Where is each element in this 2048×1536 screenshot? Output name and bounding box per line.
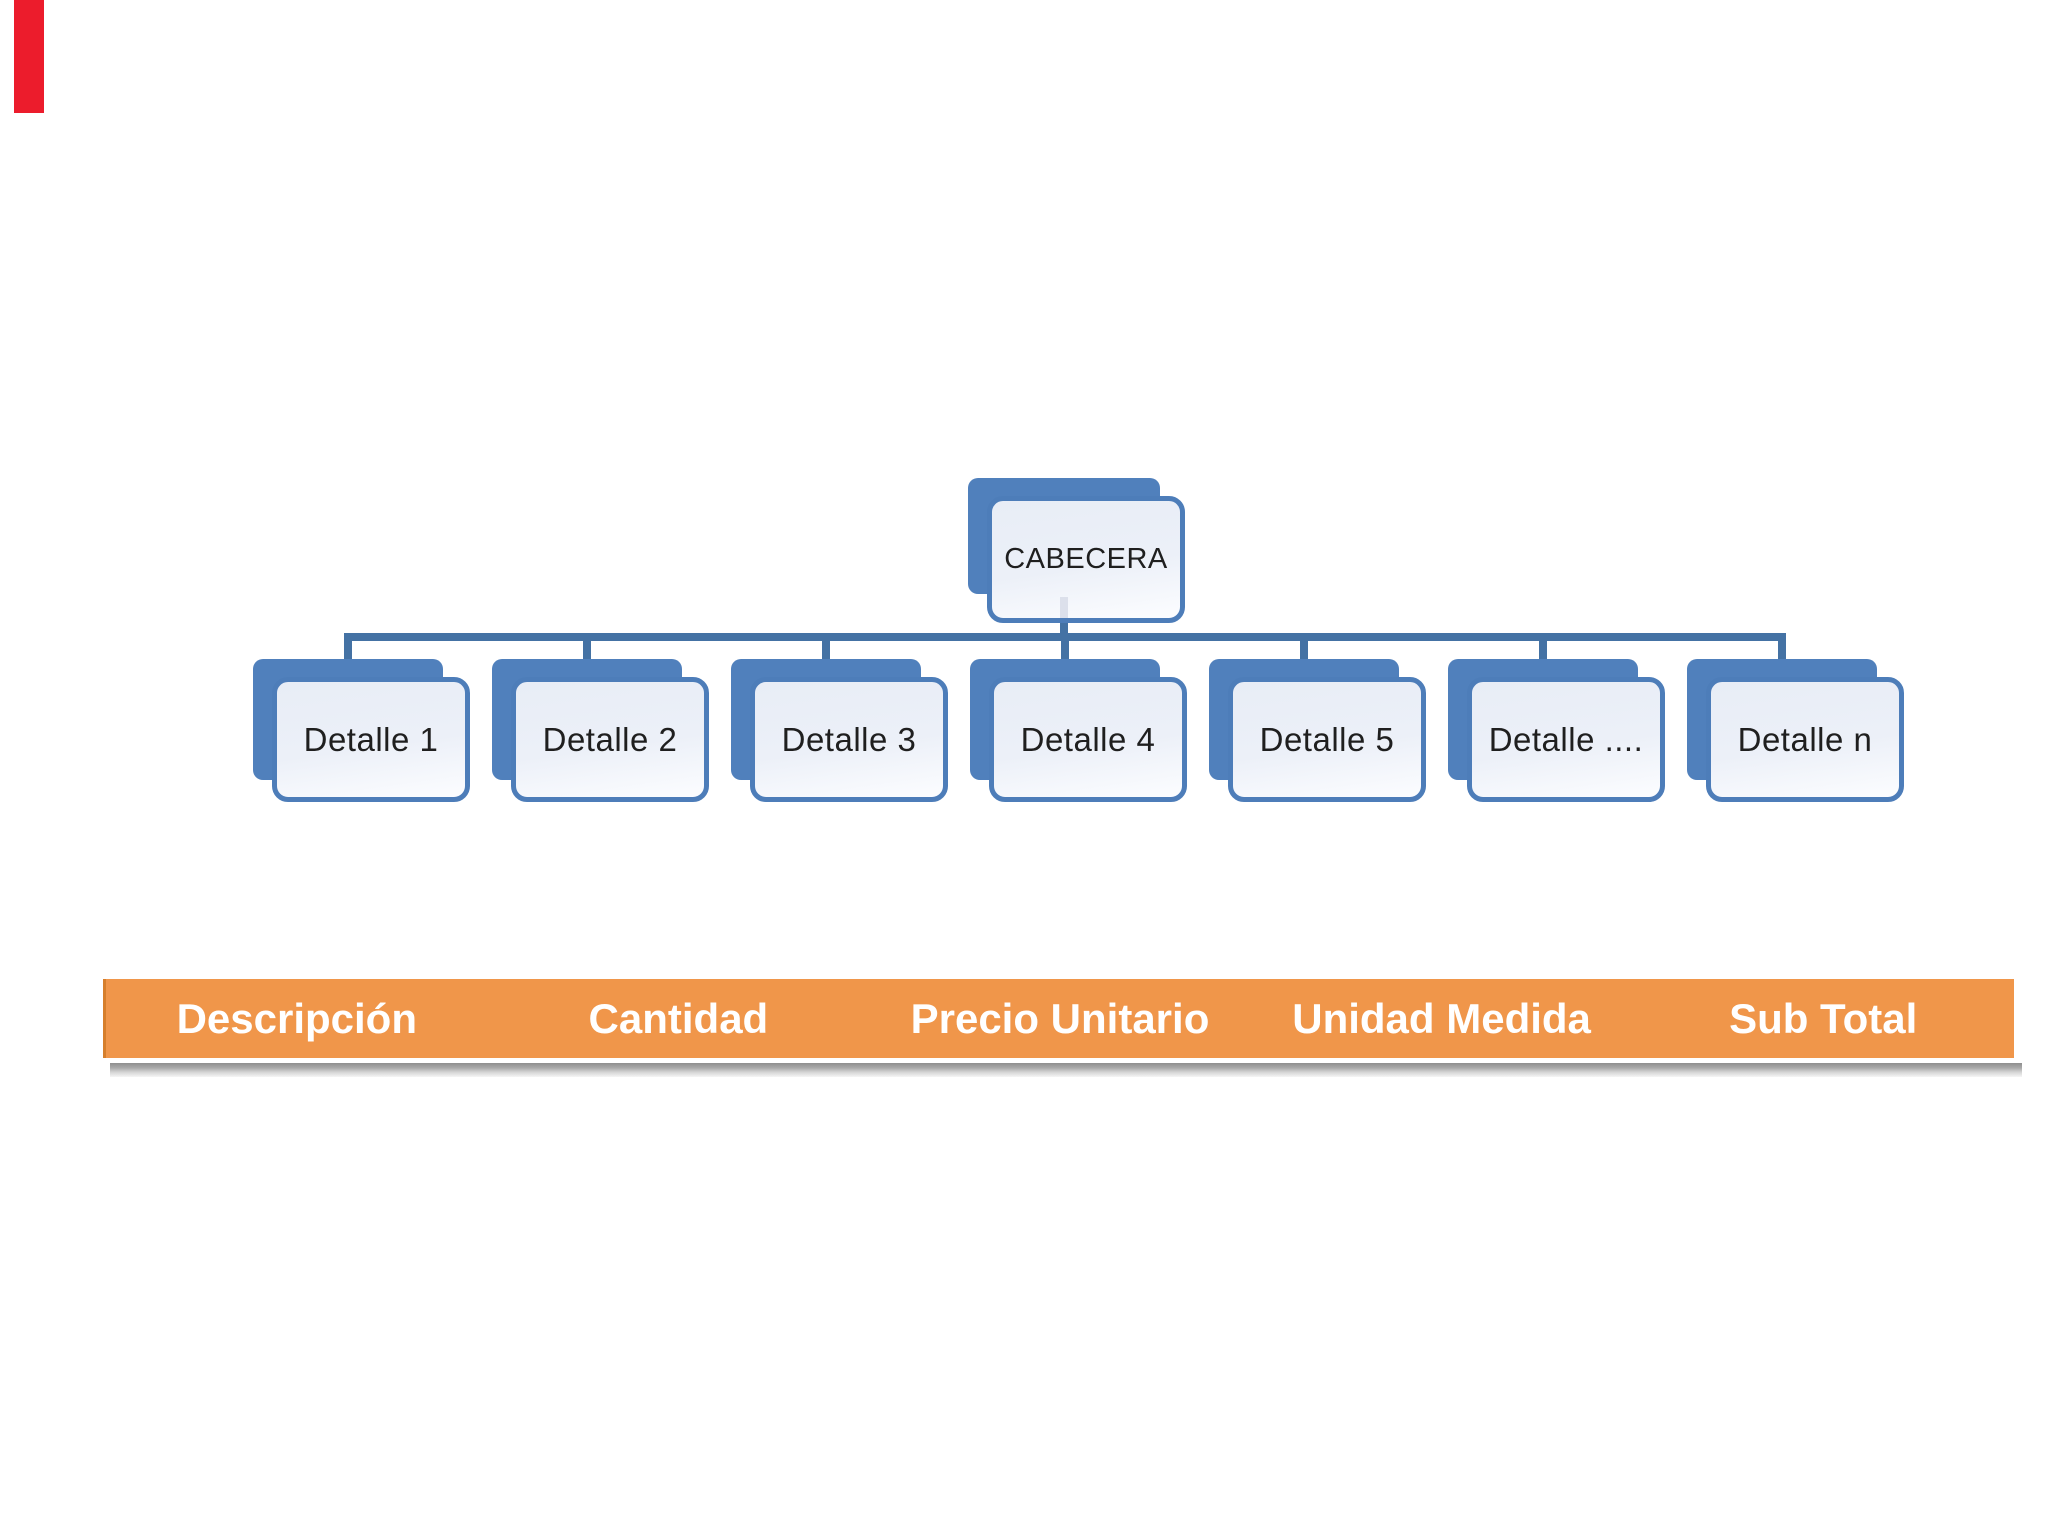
connector-stub-3 [822, 638, 830, 660]
child-node-detalle-5: Detalle 5 [1209, 659, 1427, 805]
child-node-detalle-etc: Detalle .... [1448, 659, 1666, 805]
connector-stub-2 [583, 638, 591, 660]
node-box: CABECERA [987, 496, 1185, 623]
connector-stub-7 [1778, 638, 1786, 660]
node-label: Detalle n [1737, 720, 1873, 758]
column-header-unidad-medida: Unidad Medida [1292, 994, 1591, 1042]
connector-stub-5 [1300, 638, 1308, 660]
node-label: Detalle 2 [542, 720, 678, 758]
node-label: Detalle 5 [1259, 720, 1395, 758]
connector-stub-6 [1539, 638, 1547, 660]
node-box: Detalle 2 [511, 677, 709, 802]
connector-ghost-through-root [1060, 597, 1068, 618]
node-label: Detalle 4 [1020, 720, 1156, 758]
table-header-bar: Descripción Cantidad Precio Unitario Uni… [103, 979, 2014, 1058]
red-accent-bar [14, 0, 44, 113]
child-node-detalle-3: Detalle 3 [731, 659, 949, 805]
node-box: Detalle .... [1467, 677, 1665, 802]
column-header-descripcion: Descripción [176, 994, 417, 1042]
column-header-cantidad: Cantidad [588, 994, 769, 1042]
child-node-detalle-4: Detalle 4 [970, 659, 1188, 805]
node-label: CABECERA [1004, 543, 1168, 575]
node-box: Detalle n [1706, 677, 1904, 802]
node-box: Detalle 1 [272, 677, 470, 802]
connector-stub-4 [1061, 638, 1069, 660]
node-box: Detalle 5 [1228, 677, 1426, 802]
node-label: Detalle .... [1488, 720, 1644, 758]
child-node-detalle-n: Detalle n [1687, 659, 1905, 805]
node-label: Detalle 3 [781, 720, 917, 758]
column-header-precio-unitario: Precio Unitario [910, 994, 1210, 1042]
column-header-sub-total: Sub Total [1729, 994, 1918, 1042]
connector-root-stem [1060, 618, 1068, 641]
table-header-shadow [110, 1063, 2022, 1077]
connector-stub-1 [344, 638, 352, 660]
child-node-detalle-1: Detalle 1 [253, 659, 471, 805]
node-label: Detalle 1 [303, 720, 439, 758]
node-box: Detalle 3 [750, 677, 948, 802]
node-box: Detalle 4 [989, 677, 1187, 802]
child-node-detalle-2: Detalle 2 [492, 659, 710, 805]
root-node-cabecera: CABECERA [968, 478, 1186, 624]
